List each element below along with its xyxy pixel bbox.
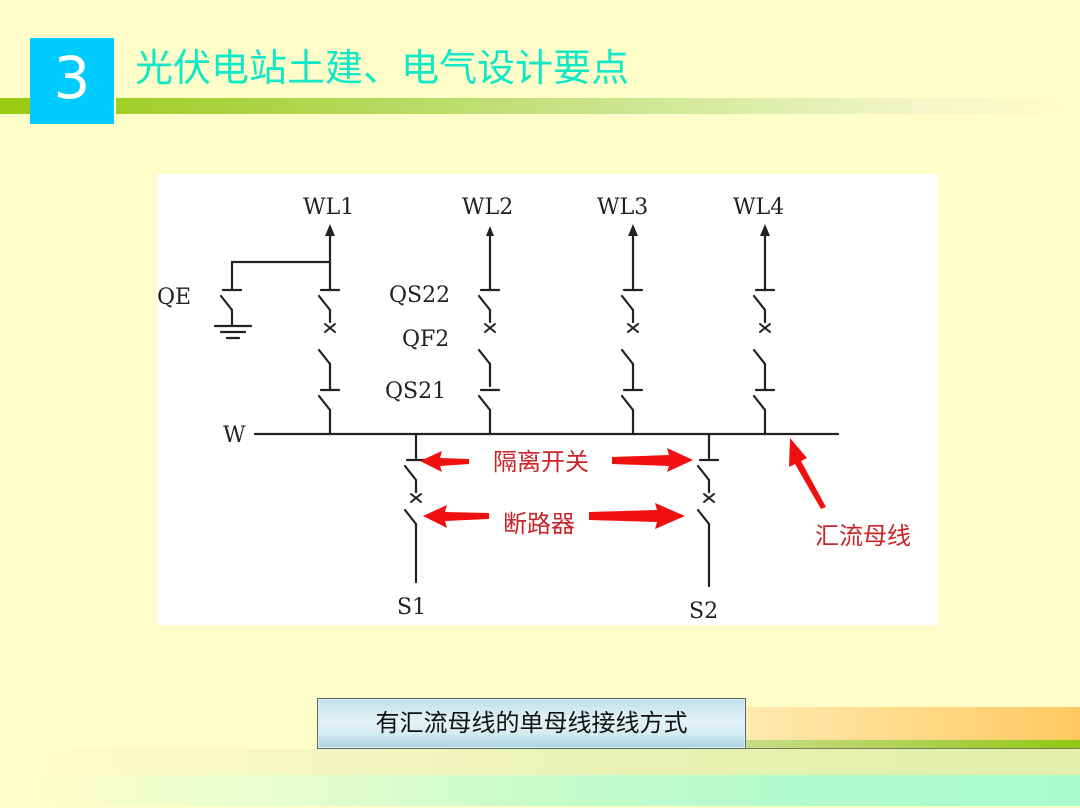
section-number: 3 xyxy=(53,44,91,112)
footer-accent-green xyxy=(745,740,1080,748)
feeder-wl2 xyxy=(477,226,501,436)
annotation-breaker: 断路器 xyxy=(503,510,575,538)
label-s2: S2 xyxy=(689,599,718,624)
label-wl3: WL3 xyxy=(597,195,648,220)
label-wl4: WL4 xyxy=(733,195,784,220)
slide-title: 光伏电站土建、电气设计要点 xyxy=(135,46,630,90)
footer-band-mint xyxy=(0,775,1080,806)
label-wl2: WL2 xyxy=(462,195,513,220)
label-qs21: QS21 xyxy=(385,379,446,404)
annotation-arrows xyxy=(420,438,826,529)
single-bus-wiring-diagram: WL1 WL2 WL3 WL4 QE QS22 QF2 QS21 W S1 S2… xyxy=(157,174,938,625)
footer-band-olive xyxy=(0,749,1080,775)
caption-text: 有汇流母线的单母线接线方式 xyxy=(375,709,688,737)
feeder-wl3 xyxy=(620,224,644,436)
arrow-breaker-left-icon xyxy=(423,505,489,528)
label-qe: QE xyxy=(157,285,191,310)
label-wl1: WL1 xyxy=(303,195,354,220)
footer-rule xyxy=(745,748,1080,749)
label-s1: S1 xyxy=(397,595,426,620)
annotation-isolator: 隔离开关 xyxy=(493,448,589,476)
label-qf2: QF2 xyxy=(402,327,449,352)
annotation-busbar: 汇流母线 xyxy=(815,522,911,550)
arrow-breaker-right-icon xyxy=(589,503,685,529)
arrow-isolator-right-icon xyxy=(612,448,693,472)
diagram-caption: 有汇流母线的单母线接线方式 xyxy=(317,698,746,749)
source-s2-branch xyxy=(696,432,720,588)
feeder-wl4 xyxy=(752,224,776,436)
arrow-busbar-icon xyxy=(789,438,826,509)
source-s1-branch xyxy=(403,432,427,584)
title-accent-bar xyxy=(0,98,1080,114)
footer-accent-orange xyxy=(745,707,1080,740)
arrow-isolator-left-icon xyxy=(420,451,469,472)
label-bus-w: W xyxy=(223,423,246,448)
label-qs22: QS22 xyxy=(389,283,450,308)
section-number-badge: 3 xyxy=(30,38,116,124)
diagram-canvas: WL1 WL2 WL3 WL4 QE QS22 QF2 QS21 W S1 S2… xyxy=(157,195,911,624)
feeder-wl1 xyxy=(213,224,341,436)
